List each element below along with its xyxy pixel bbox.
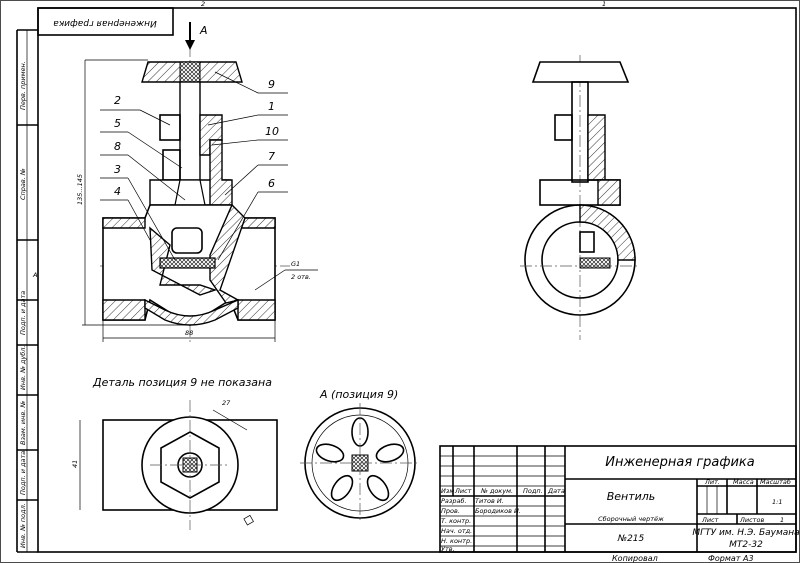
- side-handwheel: [531, 61, 630, 83]
- hex-nut: [160, 431, 220, 499]
- seal-gasket: [159, 257, 216, 269]
- margin-label: Инв. № подл.: [19, 503, 27, 548]
- thread-count: 2 отв.: [291, 273, 311, 281]
- sheets-count: 1: [780, 516, 784, 524]
- leader-label: 5: [114, 117, 121, 130]
- leader-label: 3: [114, 163, 121, 176]
- header-lit: Лит.: [704, 478, 720, 486]
- margin-label: Справ. №: [19, 168, 27, 200]
- mirrored-title-box: [37, 7, 174, 36]
- leader-label: 1: [268, 100, 275, 113]
- role-label: Н. контр.: [441, 537, 472, 545]
- zone-number: 2: [201, 0, 205, 8]
- sheet-footer: Копировал Формат А3: [612, 554, 754, 563]
- margin-label: Подп. и дата: [19, 291, 27, 335]
- discipline-title: Инженерная графика: [605, 455, 755, 470]
- developer-name: Титов И.: [475, 497, 504, 505]
- doc-number: №215: [617, 534, 645, 544]
- gland-nut: [159, 114, 181, 141]
- leader-label: 2: [114, 94, 121, 107]
- view-arrow-icon: [185, 40, 195, 50]
- group: МТ2-32: [729, 540, 763, 550]
- col-header: № докум.: [480, 487, 513, 495]
- role-label: Нач. отд.: [441, 527, 472, 535]
- title-block: Инженерная графика Вентиль Сборочный чер…: [439, 445, 800, 553]
- margin-label: Подп. и дата: [19, 451, 27, 495]
- role-label: Разраб.: [441, 497, 467, 505]
- footer-copied: Копировал: [612, 554, 658, 563]
- col-header: Дата: [547, 487, 565, 495]
- margin-label: Перв. примен.: [19, 61, 27, 110]
- handwheel-view-a: А (позиция 9): [300, 388, 420, 523]
- margin-label: Инв. № дубл.: [19, 346, 27, 390]
- checker-name: Бородиков И.: [475, 507, 521, 515]
- scale-value: 1:1: [772, 498, 782, 506]
- col-header: Подп.: [523, 487, 543, 495]
- valve-disc: [171, 227, 203, 254]
- inner-frame: [37, 7, 797, 553]
- spindle-tip: [174, 179, 206, 206]
- role-label: Т. контр.: [441, 517, 471, 525]
- leader-label: 8: [114, 140, 121, 153]
- mirrored-title: Инженерная графика: [53, 18, 157, 28]
- role-label: Пров.: [441, 507, 460, 515]
- dim-height: 135...145: [76, 174, 84, 205]
- dim-width: 88: [185, 329, 193, 337]
- thread-label: G1: [291, 260, 300, 268]
- view-arrow-label: А: [199, 24, 208, 37]
- col-header: Лист: [454, 487, 472, 495]
- stem: [179, 81, 201, 183]
- dim-41: 41: [71, 460, 79, 468]
- header-mass: Масса: [733, 478, 754, 486]
- front-section-view: А 9 1: [76, 22, 318, 345]
- header-sheet: Лист: [701, 516, 719, 524]
- bottom-view: Деталь позиция 9 не показана 27 41: [71, 376, 278, 530]
- zone-number: 1: [602, 0, 606, 8]
- leader-label: 9: [268, 78, 275, 91]
- dim-across-flats: 27: [222, 399, 231, 407]
- leader-label: 4: [114, 185, 121, 198]
- col-header: Изм: [441, 487, 454, 495]
- header-scale: Масштаб: [760, 478, 791, 486]
- zone-letter: A: [32, 271, 37, 279]
- header-sheets: Листов: [739, 516, 764, 524]
- organization: МГТУ им. Н.Э. Баумана: [692, 528, 799, 538]
- leader-label: 10: [265, 125, 279, 138]
- footer-format: Формат А3: [708, 554, 754, 563]
- leader-label: 6: [268, 177, 275, 190]
- product-name: Вентиль: [607, 490, 656, 503]
- caption-detail: Деталь позиция 9 не показана: [92, 376, 272, 389]
- margin-label: Взам. инв. №: [19, 401, 27, 445]
- leader-label: 7: [268, 150, 275, 163]
- doc-type: Сборочный чертёж: [598, 515, 664, 523]
- caption-view-a: А (позиция 9): [319, 388, 398, 401]
- side-view: [520, 55, 640, 340]
- role-label: Утв.: [441, 545, 455, 553]
